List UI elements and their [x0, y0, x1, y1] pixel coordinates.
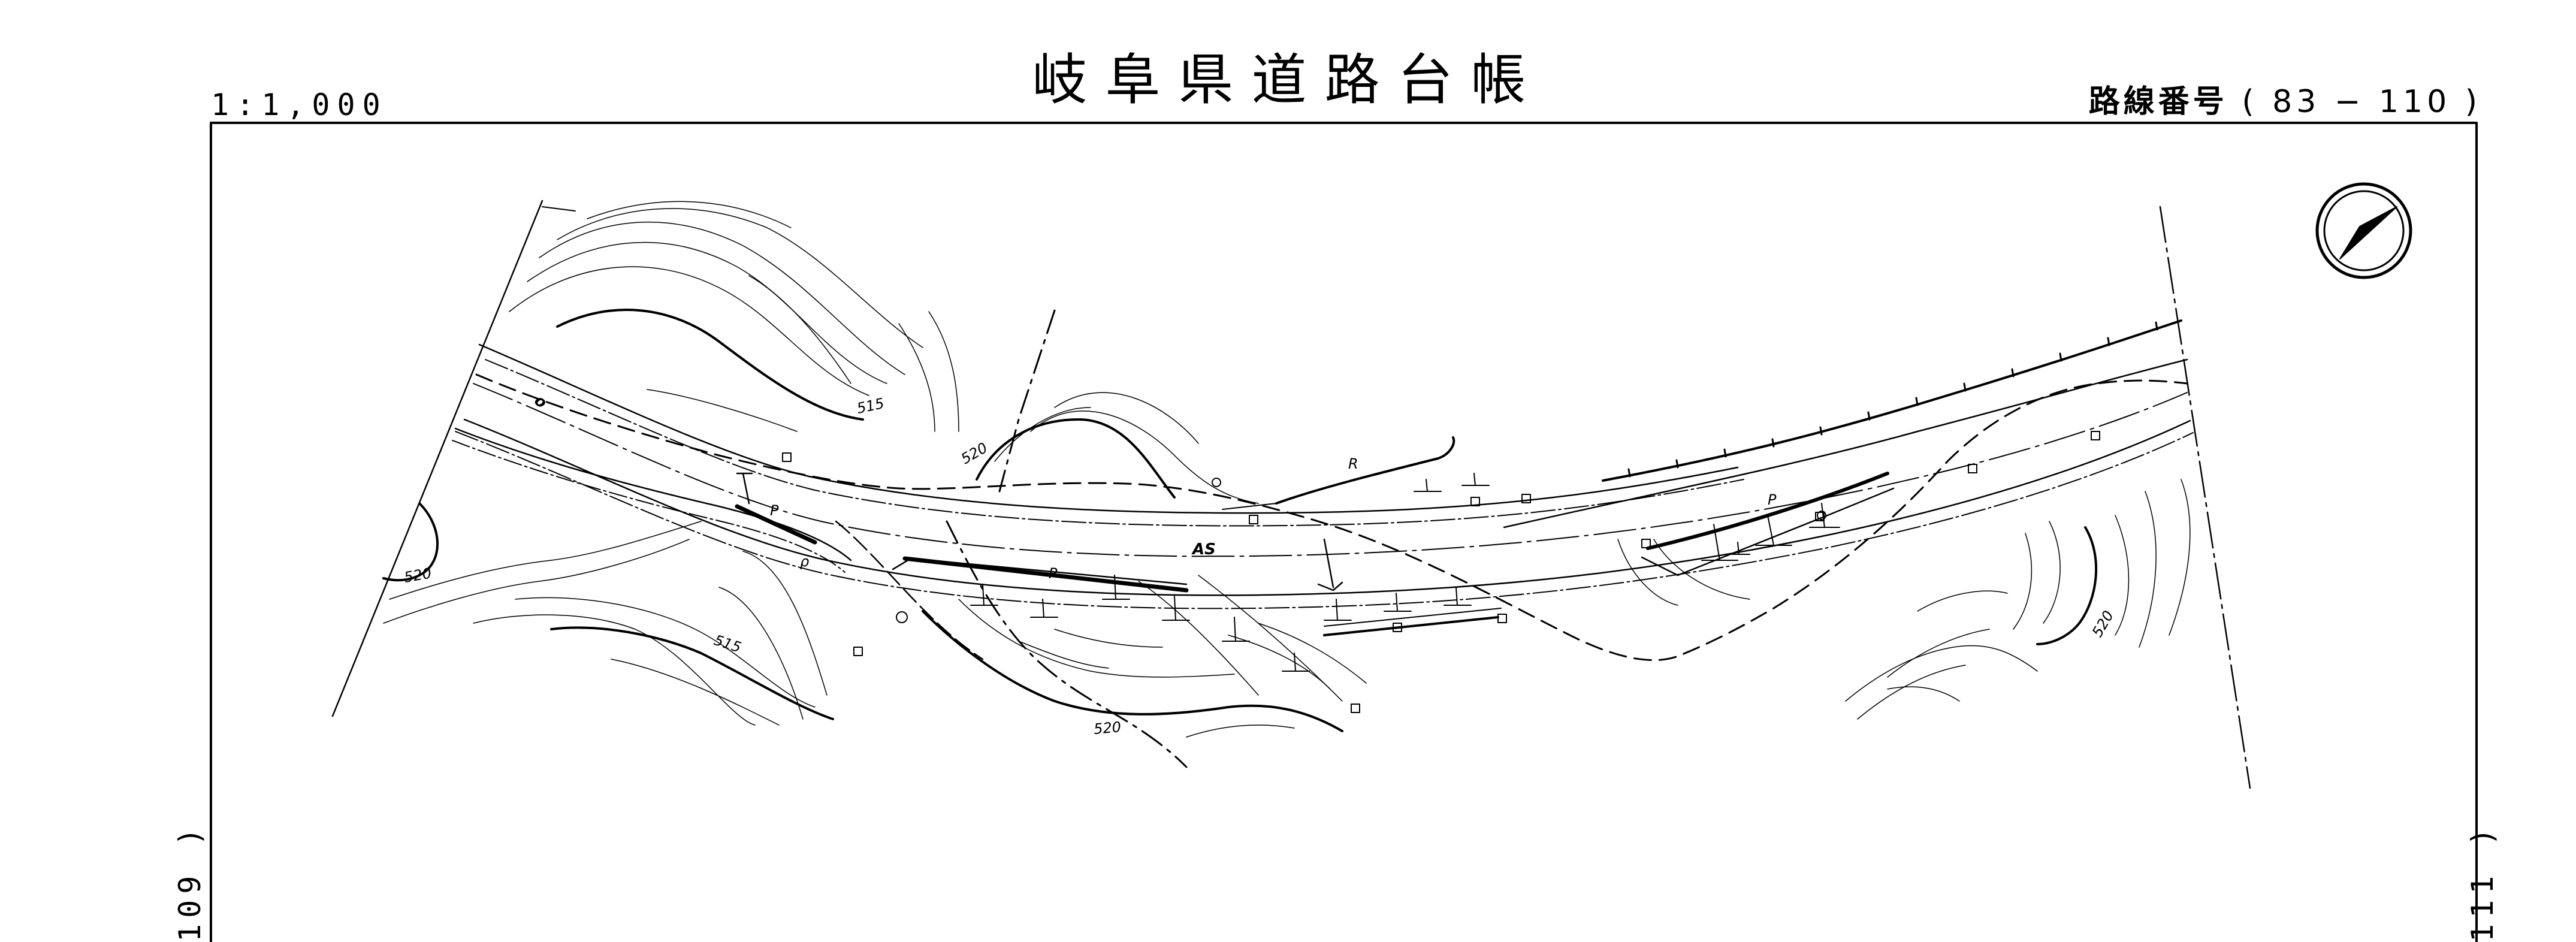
parapet-r: [1275, 436, 1455, 505]
side-road-bottom: [1323, 616, 1499, 636]
north-arrow-icon: [2315, 182, 2412, 279]
contour: [473, 614, 756, 726]
contour-index-520-upper: [976, 418, 1176, 499]
surface-label: AS: [1191, 541, 1216, 558]
boundary-dashed-2: [946, 520, 1188, 768]
contour: [2139, 491, 2157, 648]
route-number-value: ( 83 − 110 ): [2242, 84, 2481, 120]
contour-index-515-upper: [556, 309, 864, 421]
contour: [928, 311, 959, 432]
old-road-dashed: [475, 373, 2188, 662]
contour-label-515-lower: 515: [712, 632, 743, 656]
contour: [1258, 623, 1367, 684]
road-mark-p1: P: [770, 502, 779, 519]
road-edge-north-main: [478, 343, 1739, 514]
contour: [1228, 635, 1331, 690]
retaining-wall-center: [902, 556, 1189, 593]
section-arrow-right: [1317, 538, 1343, 591]
road-edge-south-main: [463, 418, 2191, 596]
contour-label-520-right: 520: [2089, 608, 2117, 640]
pole-markers: [896, 478, 1826, 623]
contour: [1857, 665, 1966, 720]
contour: [958, 599, 1235, 678]
contour: [742, 551, 828, 696]
contour: [515, 597, 816, 708]
contour: [2115, 515, 2130, 636]
side-wall-right-edge: [1641, 487, 1895, 576]
contour: [1617, 539, 1678, 606]
contour: [1054, 629, 1163, 648]
match-line-left-tick: [542, 206, 576, 212]
contour: [1018, 641, 1109, 669]
contour: [1887, 686, 1960, 702]
contour: [527, 241, 887, 384]
road-edge-north-main-2: [485, 359, 1744, 527]
boundary-dashed-3: [835, 520, 984, 660]
road-mark-p3: P: [1768, 491, 1777, 508]
slope-hachures: [970, 473, 1840, 672]
section-arrow-left: [736, 472, 753, 505]
contour-label-520-left: 520: [403, 564, 433, 586]
road-edge-north-outer: [1602, 319, 2182, 482]
road-edge-left-lower: [454, 427, 852, 561]
utility-boxes: [782, 431, 2100, 713]
contour: [509, 266, 869, 396]
route-number-label: 路線番号: [2088, 84, 2228, 120]
retaining-wall-center-edge: [892, 557, 1188, 585]
boundary-dashed-1: [998, 309, 1056, 493]
contour: [557, 208, 923, 348]
road-mark-p2: P: [1049, 565, 1058, 582]
contour: [994, 407, 1091, 462]
contour: [2013, 533, 2033, 630]
contour: [1030, 410, 1259, 504]
contour: [1186, 724, 1295, 738]
side-wall-right: [1646, 472, 1889, 550]
contour-index-515-lower: [550, 626, 834, 720]
contour: [1845, 645, 2038, 702]
contour-index-515-upper-2: [647, 389, 798, 432]
road-mark-r: R: [1348, 455, 1358, 472]
contour: [2043, 521, 2061, 624]
fence-ticks-north: [1627, 321, 2158, 478]
contour: [1054, 392, 1199, 444]
route-number: 路線番号 ( 83 − 110 ): [2089, 86, 2481, 117]
road-centerline: [473, 383, 2188, 557]
contour: [1198, 575, 1343, 702]
contour: [748, 275, 851, 384]
contour: [611, 659, 780, 726]
contour: [383, 539, 690, 624]
route-mark-rho: ρ: [800, 553, 809, 570]
match-line-right: [2159, 206, 2251, 789]
road-edge-left-lower-2: [452, 440, 845, 573]
contour: [1653, 539, 1750, 600]
contour-label-520-lower: 520: [1093, 718, 1122, 738]
contour: [1138, 581, 1259, 696]
contour: [718, 587, 804, 720]
contour: [1887, 629, 1990, 678]
contour-label-515-upper: 515: [855, 395, 886, 417]
contour: [389, 521, 702, 600]
parapet-r-edge: [1222, 503, 1277, 510]
contour-index-520-right: [2036, 526, 2098, 645]
road-edge-north-inner: [1503, 358, 2188, 529]
scale-label: 1:1,000: [211, 87, 388, 122]
contour-index-520-left: [382, 502, 439, 582]
contour: [898, 323, 935, 432]
match-line-left: [331, 200, 543, 717]
road-edge-south-main-2: [455, 431, 2194, 609]
retaining-wall-left: [735, 504, 817, 545]
contour-index-520-lower: [922, 610, 1343, 732]
contour: [2169, 479, 2191, 636]
side-road-bottom-2: [1324, 608, 1502, 627]
sheet-title: 岐阜県道路台帳: [1032, 48, 1544, 112]
contour: [1917, 590, 2008, 612]
contour: [587, 201, 792, 228]
contour: [539, 221, 905, 375]
